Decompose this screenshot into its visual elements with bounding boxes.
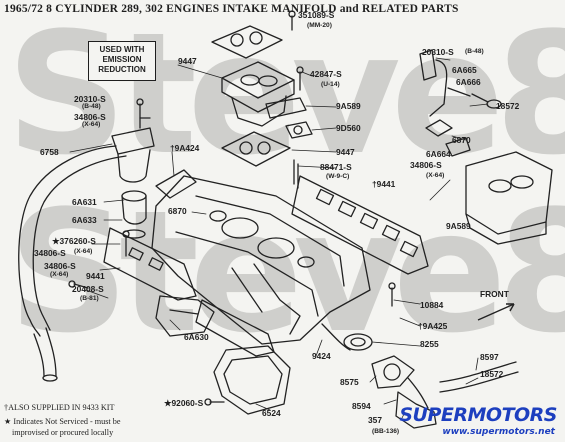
footnote-not-serviced: ★ Indicates Not Serviced - must be [4, 417, 121, 426]
logo-url: www.supermotors.net [442, 427, 555, 437]
front-arrow-icon [477, 303, 515, 321]
label-34806-d-sub: (X-64) [50, 271, 69, 278]
label-351089: 351089-S [298, 10, 335, 20]
label-357: 357 [368, 415, 382, 425]
label-34806-a: 34806-S [74, 112, 106, 122]
label-8594: 8594 [352, 401, 371, 411]
supermotors-logo: SUPERMOTORS www.supermotors.net [395, 404, 561, 440]
label-34806-d: 34806-S [44, 261, 76, 271]
label-34806-c-sub: (X-64) [74, 248, 93, 255]
logo-name: SUPERMOTORS [399, 404, 557, 426]
label-6a666: 6A666 [456, 77, 481, 87]
label-88471-sub: (W-9-C) [326, 173, 350, 180]
emission-box-line1: USED WITH [99, 45, 145, 54]
label-9441-right: †9441 [372, 179, 396, 189]
label-42847: 42847-S [310, 69, 342, 79]
label-18572-lower: 18572 [480, 369, 504, 379]
label-20310-right: 20310-S [422, 47, 454, 57]
label-357-sub: (BB-136) [372, 428, 400, 435]
label-6870-left: 6870 [168, 206, 187, 216]
label-20310-right-sub: (B-48) [465, 48, 484, 55]
label-10884: 10884 [420, 300, 444, 310]
label-88471: 88471-S [320, 162, 352, 172]
label-18572-top: 18572 [496, 101, 520, 111]
label-351089-sub: (MM-20) [307, 22, 332, 29]
label-8255: 8255 [420, 339, 439, 349]
label-6a665: 6A665 [452, 65, 477, 75]
label-6a664: 6A664 [426, 149, 451, 159]
emission-reduction-box: USED WITH EMISSION REDUCTION [88, 41, 156, 81]
label-20408-sub: (B-81) [80, 295, 99, 302]
watermark-text-bottom: Steve83 [8, 174, 565, 370]
label-92060: ★92060-S [164, 398, 204, 408]
label-9a425: †9A425 [418, 321, 448, 331]
label-6758: 6758 [40, 147, 59, 157]
front-label: FRONT [480, 289, 509, 299]
label-6a633: 6A633 [72, 215, 97, 225]
label-6a631: 6A631 [72, 197, 97, 207]
footnote-kit: †ALSO SUPPLIED IN 9433 KIT [4, 403, 115, 412]
carb-gasket-top [211, 25, 283, 59]
emission-box-line3: REDUCTION [98, 65, 146, 74]
label-6524: 6524 [262, 408, 281, 418]
label-34806-b: 34806-S [410, 160, 442, 170]
label-9424: 9424 [312, 351, 331, 361]
label-8575: 8575 [340, 377, 359, 387]
label-9a589-right: 9A589 [446, 221, 471, 231]
label-9a424: †9A424 [170, 143, 200, 153]
label-34806-a-sub: (X-64) [82, 121, 101, 128]
label-9a589-top: 9A589 [336, 101, 361, 111]
label-9d560: 9D560 [336, 123, 361, 133]
label-6870-right: 6870 [452, 135, 471, 145]
label-20310-left: 20310-S [74, 94, 106, 104]
label-9447-top: 9447 [178, 56, 197, 66]
label-20310-left-sub: (B-48) [82, 103, 101, 110]
label-42847-sub: (U-14) [321, 81, 340, 88]
emission-box-line2: EMISSION [102, 55, 142, 64]
label-6a630: 6A630 [184, 332, 209, 342]
footnote-procured: improvised or procured locally [12, 428, 114, 437]
label-34806-b-sub: (X-64) [426, 172, 445, 179]
label-20408: 20408-S [72, 284, 104, 294]
label-376260: ★376260-S [52, 236, 96, 246]
label-8597: 8597 [480, 352, 499, 362]
page-title: 1965/72 8 CYLINDER 289, 302 ENGINES INTA… [4, 3, 459, 15]
label-9447-lower: 9447 [336, 147, 355, 157]
label-9441-left: 9441 [86, 271, 105, 281]
label-34806-c: 34806-S [34, 248, 66, 258]
